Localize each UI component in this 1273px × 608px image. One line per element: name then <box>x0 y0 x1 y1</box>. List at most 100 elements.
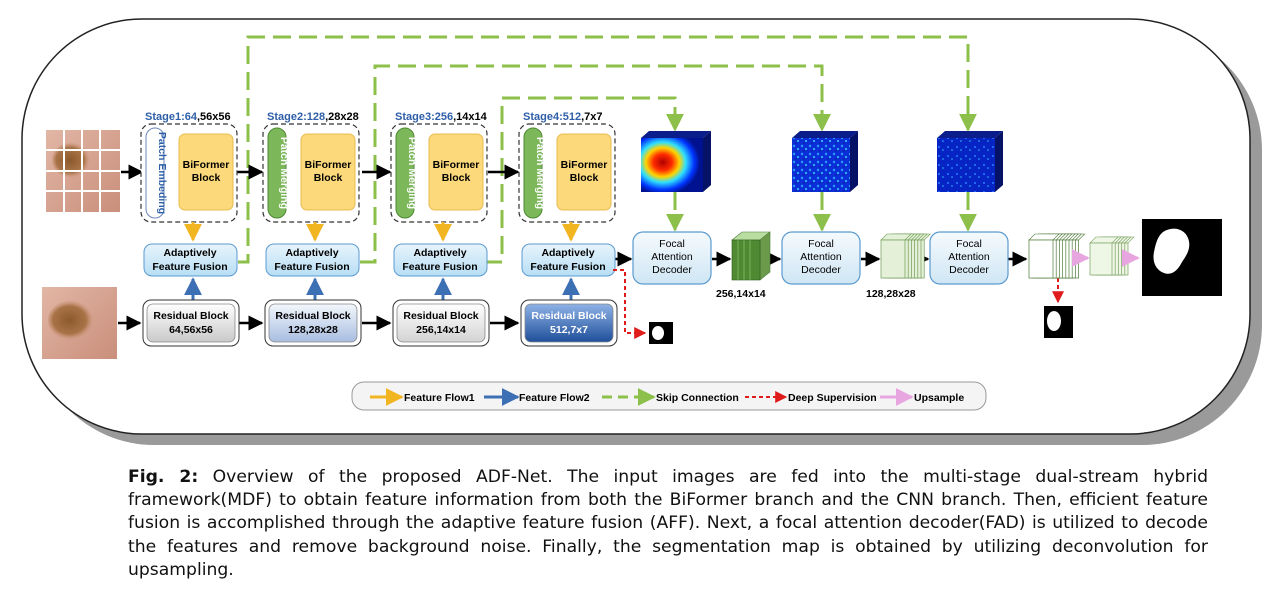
stage-4-residual-block <box>524 303 614 343</box>
stage-4-aff-label-2: Feature Fusion <box>530 261 605 273</box>
stage-1-aff <box>143 243 238 277</box>
decoder-1-label-3: Decoder <box>652 264 692 276</box>
feature-map-256 <box>731 231 771 281</box>
stage-2-residual-label-1: Residual Block <box>275 310 350 322</box>
input-image-patches <box>46 130 120 212</box>
stage-1-patch-label: Patch Embeding <box>156 132 168 214</box>
segmentation-output <box>1142 219 1222 296</box>
stage-3-channels: Stage3:256 <box>395 111 453 123</box>
attention-map-3 <box>937 131 1003 192</box>
decoder-2-box <box>781 231 861 285</box>
stage-4-resolution: ,7x7 <box>581 111 602 123</box>
decoder-3-label-2: Attention <box>948 251 990 263</box>
stage-3-residual-block <box>396 303 486 343</box>
frame-border <box>21 18 1251 435</box>
stage-1-patch-module <box>145 127 165 219</box>
stage-1-resolution: ,56x56 <box>197 111 231 123</box>
stage-3-biformer-label-1: BiFormer <box>433 159 480 171</box>
stage-1-channels: Stage1:64 <box>145 111 198 123</box>
figure-caption: Fig. 2: Overview of the proposed ADF-Net… <box>128 466 1208 582</box>
stage-1-biformer-label-2: Block <box>192 172 221 184</box>
stage-3-patch-module <box>395 127 415 219</box>
stage-1-aff-label-2: Feature Fusion <box>152 261 227 273</box>
stage-4-patch-module <box>523 127 543 219</box>
attention-map-1 <box>641 131 711 192</box>
supervision-mask-1 <box>649 322 673 344</box>
deep-supervision-1 <box>613 269 647 339</box>
decoder-2-label-2: Attention <box>800 251 842 263</box>
decoder-1-label-1: Focal <box>659 238 685 250</box>
skip-connection-3 <box>484 96 684 264</box>
caption-label: Fig. 2: <box>128 467 199 487</box>
decoder-1-label-2: Attention <box>651 251 693 263</box>
stage-3-title: Stage3:256,14x14 <box>395 111 488 123</box>
stage-2-biformer-label-1: BiFormer <box>305 159 352 171</box>
stage-3-aff-label-2: Feature Fusion <box>402 261 477 273</box>
stage-2-biformer-label-2: Block <box>314 172 343 184</box>
stage-4-patch-label: Patch Merging <box>534 137 546 209</box>
stage-3-aff-label-1: Adaptively <box>413 247 466 259</box>
stage-4-aff <box>521 243 616 277</box>
stage-2-biformer-block <box>300 133 356 211</box>
legend-skip-connection: Skip Connection <box>656 392 739 404</box>
stage-2-patch-module <box>267 127 287 219</box>
stage-2-residual-label-2: 128,28x28 <box>288 324 338 336</box>
feature-map-128 <box>880 233 931 279</box>
stage-4-residual-label-1: Residual Block <box>531 310 606 322</box>
stage-2-title: Stage2:128,28x28 <box>267 111 359 123</box>
legend-deep-supervision: Deep Supervision <box>788 392 877 404</box>
stage-2-channels: Stage2:128 <box>267 111 325 123</box>
feature-label-256: 256,14x14 <box>716 288 766 300</box>
legend-upsample: Upsample <box>914 392 964 404</box>
input-image-cnn <box>42 287 117 359</box>
legend-feature-flow2: Feature Flow2 <box>519 392 590 404</box>
stage-2-aff-label-1: Adaptively <box>285 247 338 259</box>
feature-label-128: 128,28x28 <box>866 288 916 300</box>
decoder-3-box <box>929 231 1009 285</box>
stage-4-biformer-label-1: BiFormer <box>561 159 608 171</box>
feature-map-upsample-2 <box>1089 236 1135 276</box>
decoder-1-box <box>632 231 712 285</box>
stage-1-title: Stage1:64,56x56 <box>145 111 231 123</box>
stage-3-residual-label-2: 256,14x14 <box>416 324 466 336</box>
stage-3-biformer-label-2: Block <box>442 172 471 184</box>
stage-2-aff-label-2: Feature Fusion <box>274 261 349 273</box>
stage-2-resolution: ,28x28 <box>325 111 359 123</box>
decoder-2-label-3: Decoder <box>801 264 841 276</box>
skip-connection-1 <box>238 35 977 264</box>
stage-3-biformer-block <box>428 133 484 211</box>
stage-1-biformer-label-1: BiFormer <box>183 159 230 171</box>
stage-2-residual-block <box>268 303 358 343</box>
stage-4-aff-label-1: Adaptively <box>541 247 594 259</box>
caption-text: Overview of the proposed ADF-Net. The in… <box>128 467 1209 580</box>
decoder-2-label-1: Focal <box>808 238 834 250</box>
stage-2-aff <box>265 243 360 277</box>
legend: Feature Flow1 Feature Flow2 Skip Connect… <box>351 381 987 411</box>
stage-4-biformer-label-2: Block <box>570 172 599 184</box>
stage-3-patch-label: Patch Merging <box>406 137 418 209</box>
stage-4-residual-label-2: 512,7x7 <box>550 324 588 336</box>
stage-3-aff <box>393 243 488 277</box>
stage-2-patch-label: Patch Merging <box>278 137 290 209</box>
stage-1-biformer-block <box>178 133 234 211</box>
stage-1-aff-label-1: Adaptively <box>163 247 216 259</box>
legend-feature-flow1: Feature Flow1 <box>404 392 475 404</box>
stage-1-residual-label-2: 64,56x56 <box>169 324 213 336</box>
stage-4-biformer-block <box>556 133 612 211</box>
stage-4-title: Stage4:512,7x7 <box>523 111 603 123</box>
decoder-3-label-3: Decoder <box>949 264 989 276</box>
skip-connection-2 <box>360 64 831 264</box>
stage-3-resolution: ,14x14 <box>453 111 488 123</box>
supervision-mask-2 <box>1044 306 1073 338</box>
stage-4-channels: Stage4:512 <box>523 111 581 123</box>
feature-map-upsample-1 <box>1028 233 1086 279</box>
stage-1-residual-block <box>146 303 236 343</box>
